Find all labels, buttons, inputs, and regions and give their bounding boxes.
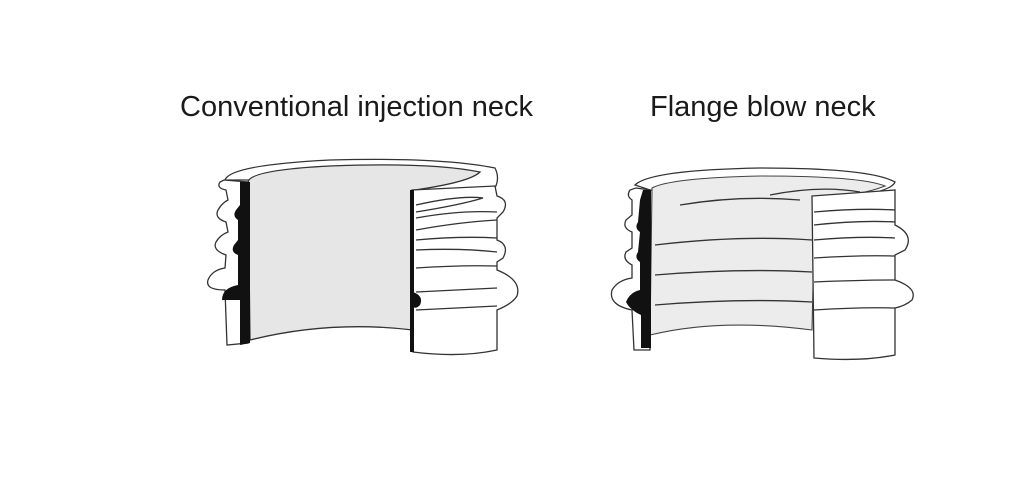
flange-blow-neck-label: Flange blow neck [650,91,876,123]
flange-blow-neck-drawing [610,167,914,361]
conventional-injection-neck-drawing [206,158,519,356]
conventional-injection-neck-label: Conventional injection neck [180,91,534,123]
